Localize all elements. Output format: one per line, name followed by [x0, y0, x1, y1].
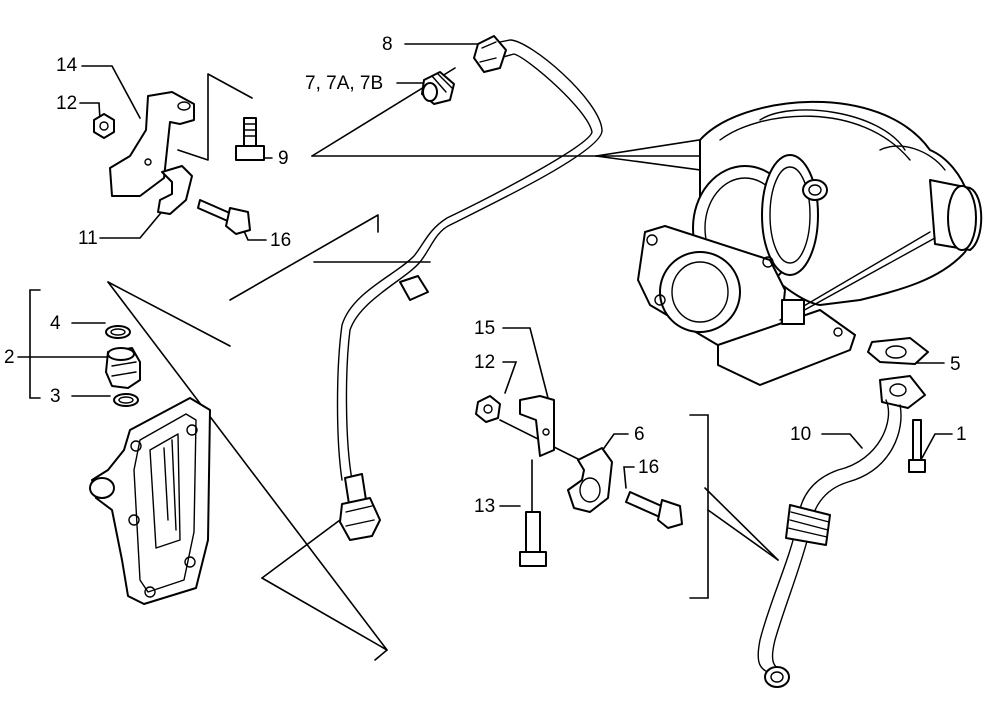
callout-4: 4 — [50, 313, 61, 334]
nut-part-12-mid — [475, 395, 501, 423]
callout-16-mid: 16 — [638, 457, 659, 478]
callout-2: 2 — [4, 347, 15, 368]
nut-part-12-top — [93, 113, 115, 139]
gasket-part-5 — [867, 337, 929, 365]
filter-head-cover — [89, 397, 211, 605]
clip-part-11 — [157, 165, 193, 215]
bolt-part-1 — [908, 419, 926, 473]
callout-labels: 14 12 11 9 16 8 7, 7A, 7B 2 4 3 15 12 13… — [4, 34, 967, 517]
bolt-part-9 — [235, 117, 265, 161]
callout-15: 15 — [474, 318, 495, 339]
bolt-part-13 — [519, 459, 547, 567]
callout-1: 1 — [956, 424, 967, 445]
callout-12-mid: 12 — [474, 352, 495, 373]
fitting-part-2 — [105, 347, 141, 389]
bolt-part-16-top — [197, 199, 251, 235]
callout-5: 5 — [950, 354, 961, 375]
o-ring-part-3 — [113, 393, 139, 407]
oil-return-pipe-part-10 — [757, 375, 926, 688]
bracket-part-14 — [109, 91, 195, 197]
bolt-part-16-mid — [625, 491, 683, 529]
callout-3: 3 — [50, 386, 61, 407]
callout-16-top: 16 — [270, 230, 291, 251]
callout-6: 6 — [634, 424, 645, 445]
callout-7-7a-7b: 7, 7A, 7B — [305, 73, 383, 94]
fitting-part-7 — [421, 71, 455, 105]
bracket-part-15 — [519, 395, 555, 457]
oil-feed-pipe-part-8 — [336, 35, 603, 541]
callout-8: 8 — [382, 34, 393, 55]
callout-11: 11 — [78, 228, 98, 249]
clip-part-6 — [567, 447, 613, 513]
callout-14: 14 — [56, 55, 78, 76]
callout-10: 10 — [790, 424, 811, 445]
turbocharger — [637, 100, 983, 386]
o-ring-part-4 — [105, 325, 131, 339]
callout-12-top: 12 — [56, 93, 77, 114]
callout-13: 13 — [474, 496, 495, 517]
callout-9: 9 — [278, 148, 289, 169]
